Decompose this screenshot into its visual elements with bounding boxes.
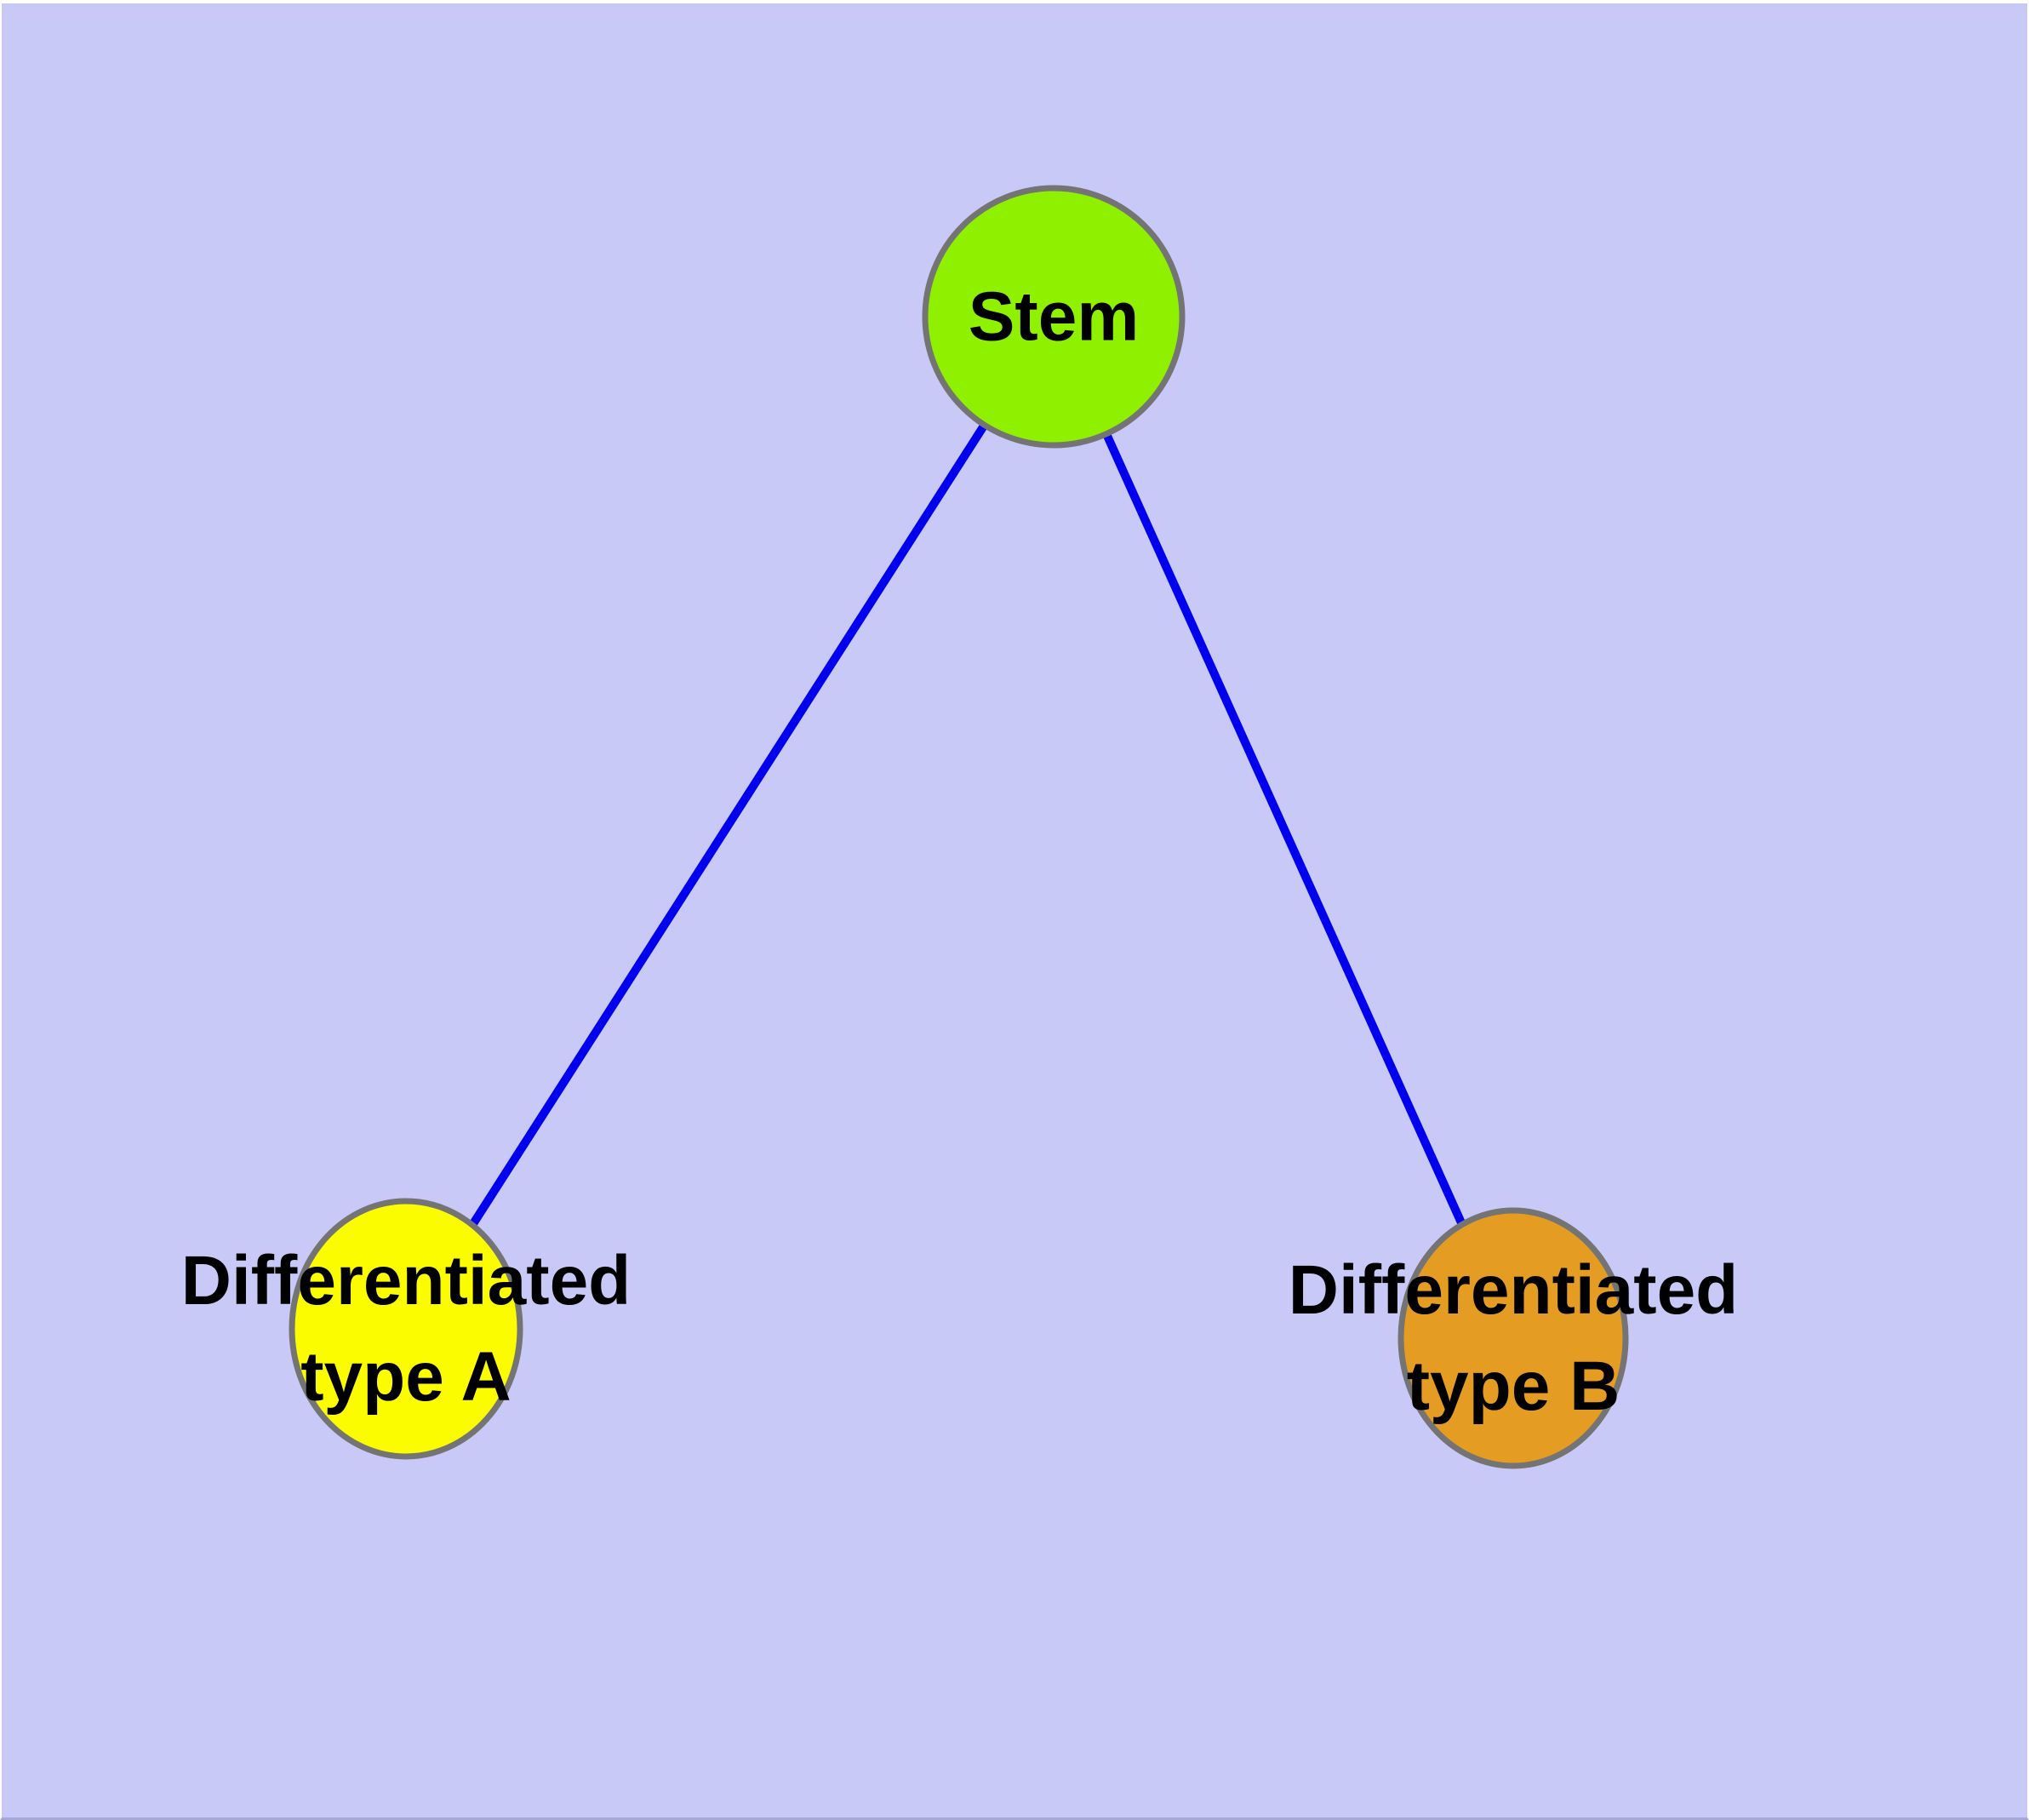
node-differentiated-type-b[interactable] — [1397, 1207, 1629, 1469]
edge-stem-to-type-a — [402, 314, 1058, 1331]
node-differentiated-type-a[interactable] — [289, 1198, 523, 1460]
node-stem[interactable] — [922, 185, 1186, 449]
edge-stem-to-type-b — [1049, 314, 1517, 1341]
